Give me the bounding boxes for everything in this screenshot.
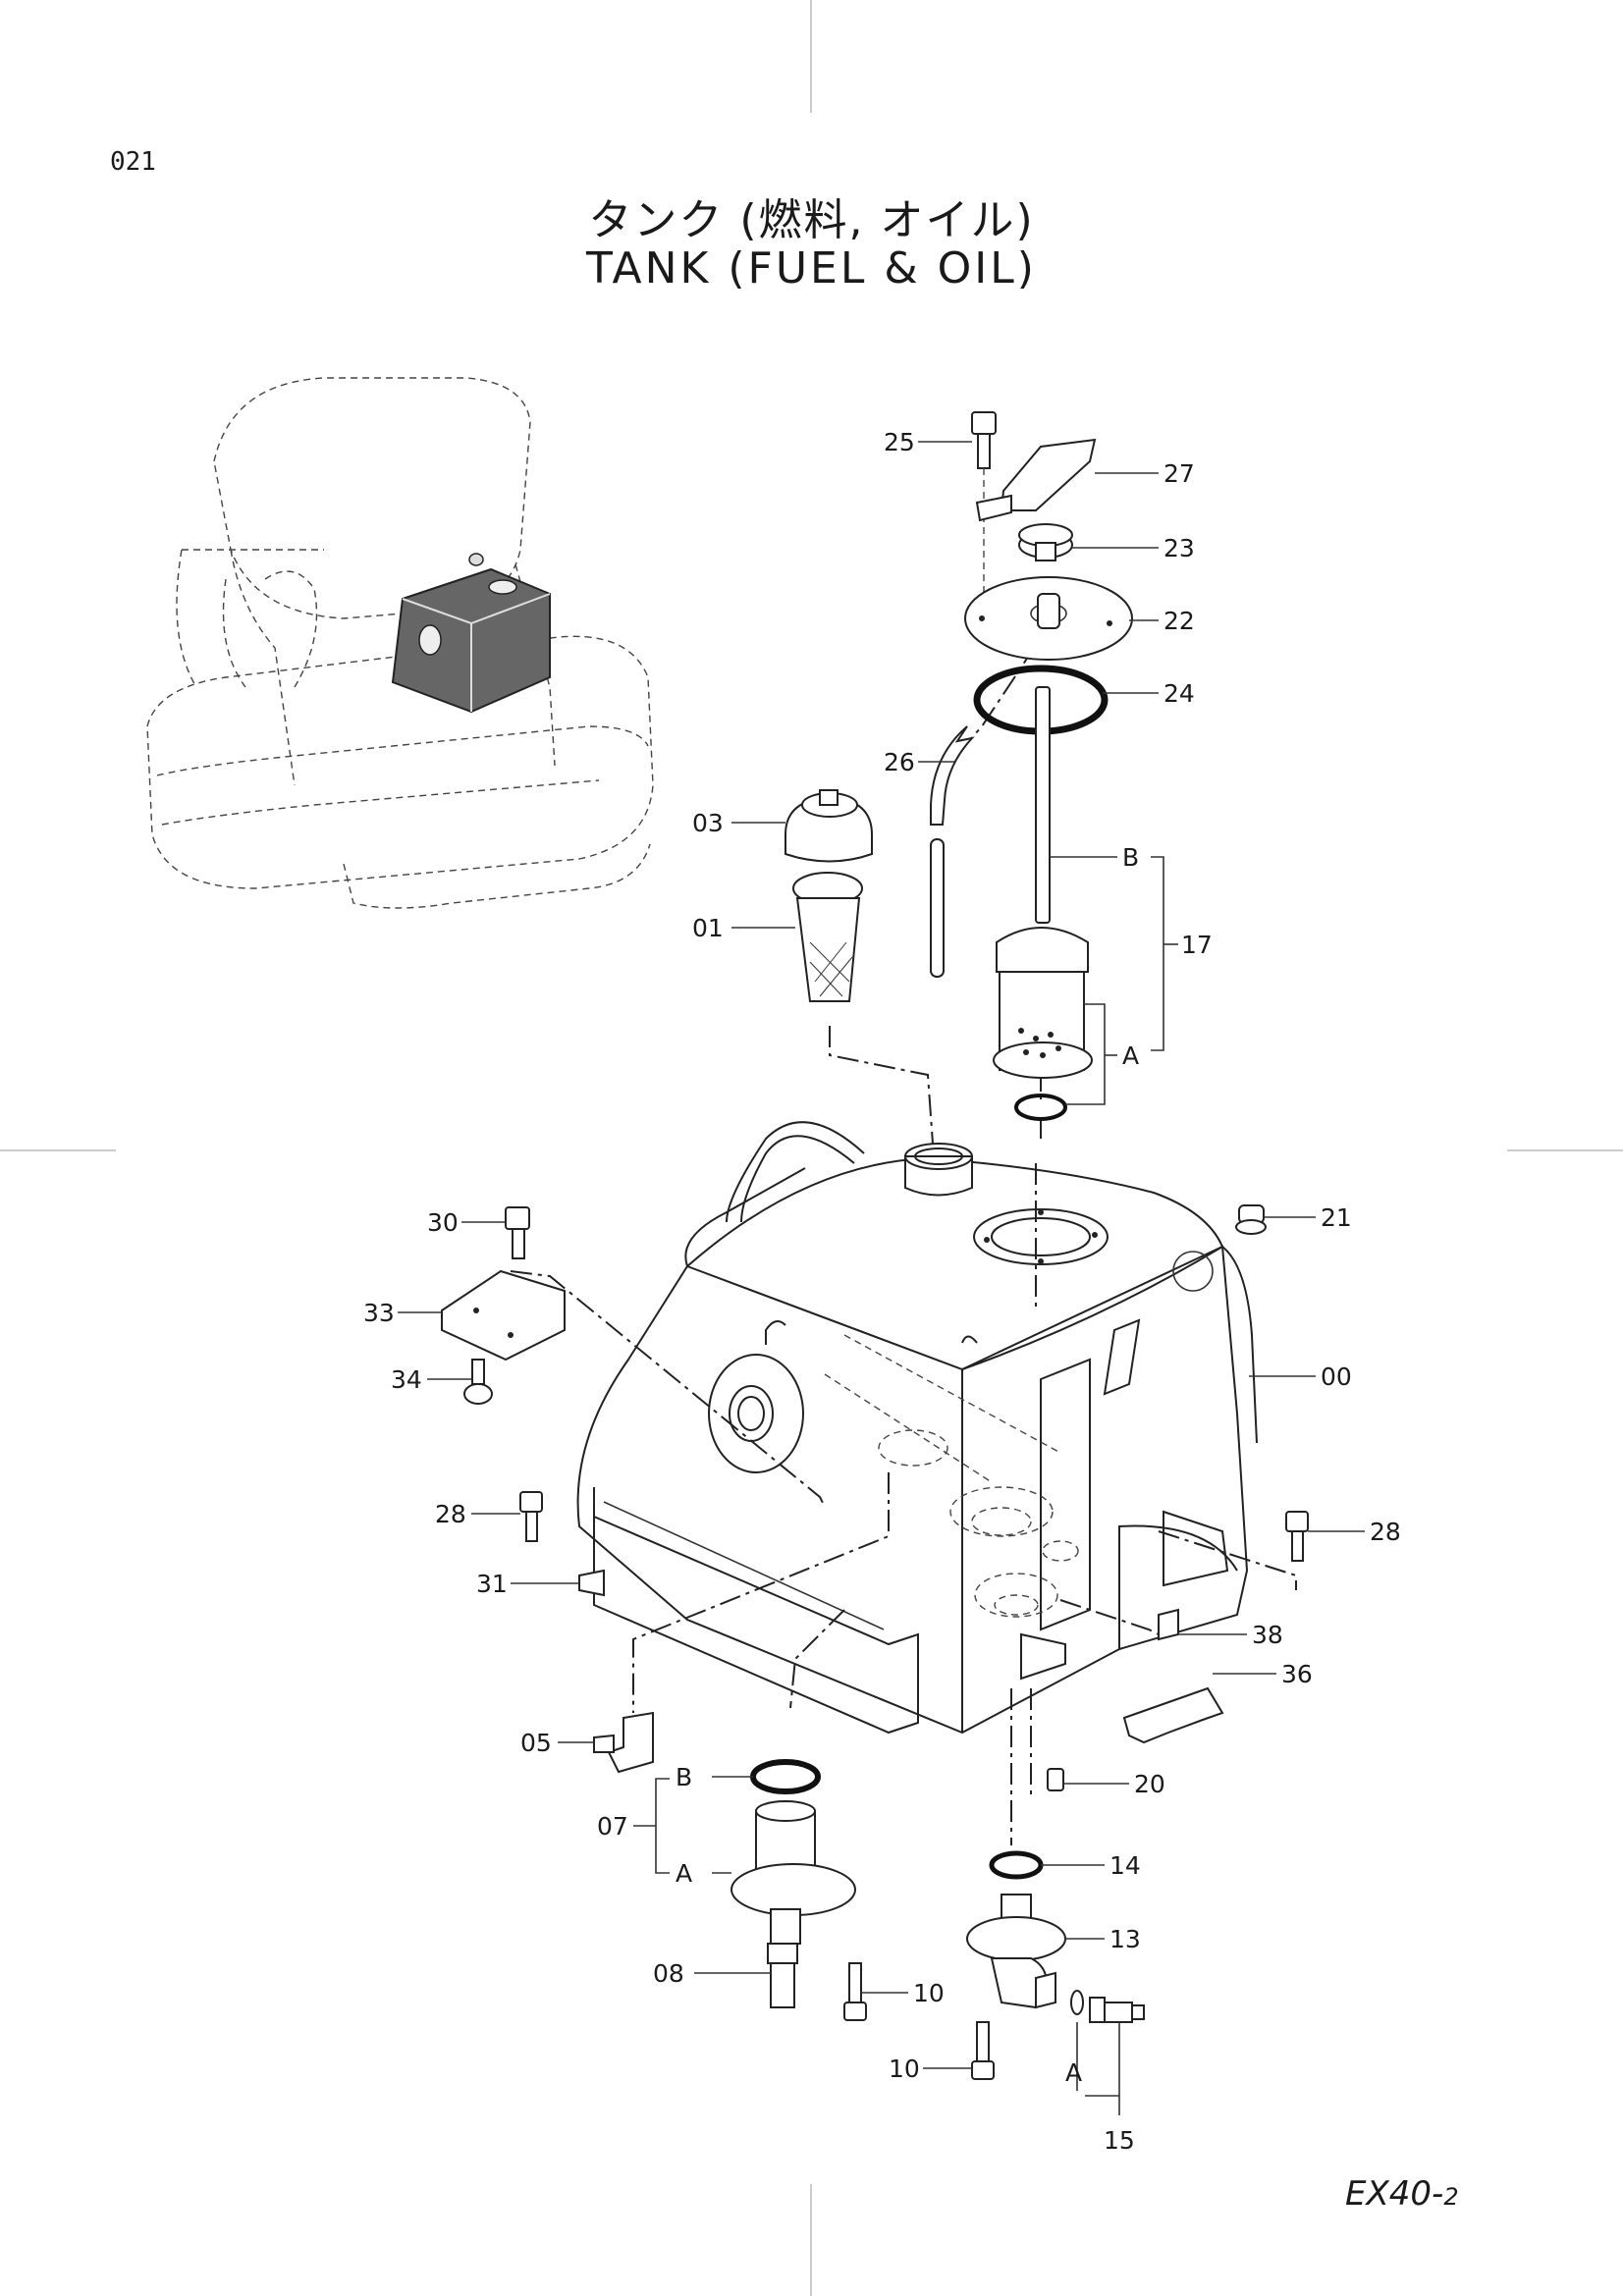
suction-filter-17 — [993, 686, 1093, 1079]
part-label-30: 30 — [427, 1208, 459, 1237]
part-label-05: 05 — [520, 1729, 552, 1757]
part-label-22: 22 — [1163, 607, 1195, 635]
part-label-23: 23 — [1163, 534, 1195, 562]
o-ring-17a — [1014, 1094, 1067, 1121]
bolt-10b — [971, 2021, 995, 2080]
title-english: TANK (FUEL & OIL) — [586, 243, 1037, 294]
part-label-26: 26 — [884, 748, 915, 776]
page-number: 021 — [110, 147, 156, 177]
bolt-34 — [463, 1359, 493, 1405]
pipe-26 — [930, 838, 945, 978]
part-label-28-left: 28 — [435, 1500, 466, 1528]
part-label-27: 27 — [1163, 459, 1195, 488]
fitting-15 — [1070, 1990, 1145, 2023]
strainer-07 — [730, 1800, 856, 1945]
part-label-08: 08 — [653, 1959, 684, 1988]
part-label-03: 03 — [692, 809, 724, 837]
tank-in-machine — [391, 553, 551, 714]
part-label-10-a: 10 — [913, 1979, 945, 2007]
cock-05 — [593, 1711, 654, 1774]
o-ring-14 — [989, 1850, 1044, 1880]
part-label-17: 17 — [1181, 931, 1213, 959]
leader-lines — [398, 441, 1365, 2115]
part-labels: 25 27 23 22 24 26 03 B 01 17 A 30 21 33 … — [363, 428, 1401, 2155]
part-label-20: 20 — [1134, 1770, 1165, 1798]
elbow-13 — [966, 1894, 1066, 2009]
model-sub: 2 — [1443, 2183, 1459, 2211]
model-base: EX40- — [1345, 2174, 1444, 2214]
part-label-B-07: B — [676, 1763, 692, 1791]
part-label-14: 14 — [1109, 1851, 1141, 1880]
cover-27 — [975, 438, 1097, 522]
part-label-A-15: A — [1065, 2058, 1082, 2087]
part-label-25: 25 — [884, 428, 915, 456]
strainer-01 — [792, 872, 863, 1002]
part-label-00: 00 — [1321, 1362, 1352, 1391]
part-label-34: 34 — [391, 1365, 422, 1394]
part-label-38: 38 — [1252, 1621, 1283, 1649]
bracket-33 — [441, 1269, 566, 1362]
part-label-13: 13 — [1109, 1925, 1141, 1953]
clip-31 — [578, 1569, 605, 1597]
part-label-31: 31 — [476, 1570, 508, 1598]
model-code: EX40-2 — [1345, 2174, 1459, 2214]
part-label-33: 33 — [363, 1299, 395, 1327]
part-label-A-07: A — [676, 1859, 692, 1888]
bolt-10a — [843, 1962, 867, 2021]
flange-plate-22 — [964, 576, 1133, 661]
machine-overview-sketch — [146, 377, 654, 909]
part-label-24: 24 — [1163, 679, 1195, 708]
part-label-36: 36 — [1281, 1660, 1313, 1688]
cap-23 — [1018, 523, 1073, 561]
bracket-36 — [1122, 1686, 1224, 1744]
plug-21 — [1235, 1204, 1267, 1235]
part-label-A-17: A — [1122, 1041, 1139, 1070]
o-ring-07b — [750, 1759, 821, 1794]
hose-26 — [930, 725, 975, 826]
component-parts — [441, 411, 1309, 2080]
part-label-B-17: B — [1122, 843, 1139, 872]
cap-03 — [784, 789, 873, 863]
part-label-21: 21 — [1321, 1203, 1352, 1232]
bolt-28-left — [519, 1491, 543, 1542]
clip-38 — [1158, 1608, 1179, 1641]
fitting-08 — [767, 1943, 798, 2008]
title-japanese: タンク (燃料, オイル) — [588, 195, 1035, 245]
part-label-01: 01 — [692, 914, 724, 942]
part-label-10-b: 10 — [889, 2055, 920, 2083]
part-label-28-right: 28 — [1370, 1518, 1401, 1546]
part-label-15: 15 — [1104, 2126, 1135, 2155]
plug-20 — [1047, 1768, 1064, 1791]
bolt-28-right — [1285, 1511, 1309, 1562]
fuel-oil-tank — [576, 1121, 1258, 1735]
bolt-30 — [505, 1206, 530, 1259]
part-label-07: 07 — [597, 1812, 628, 1841]
